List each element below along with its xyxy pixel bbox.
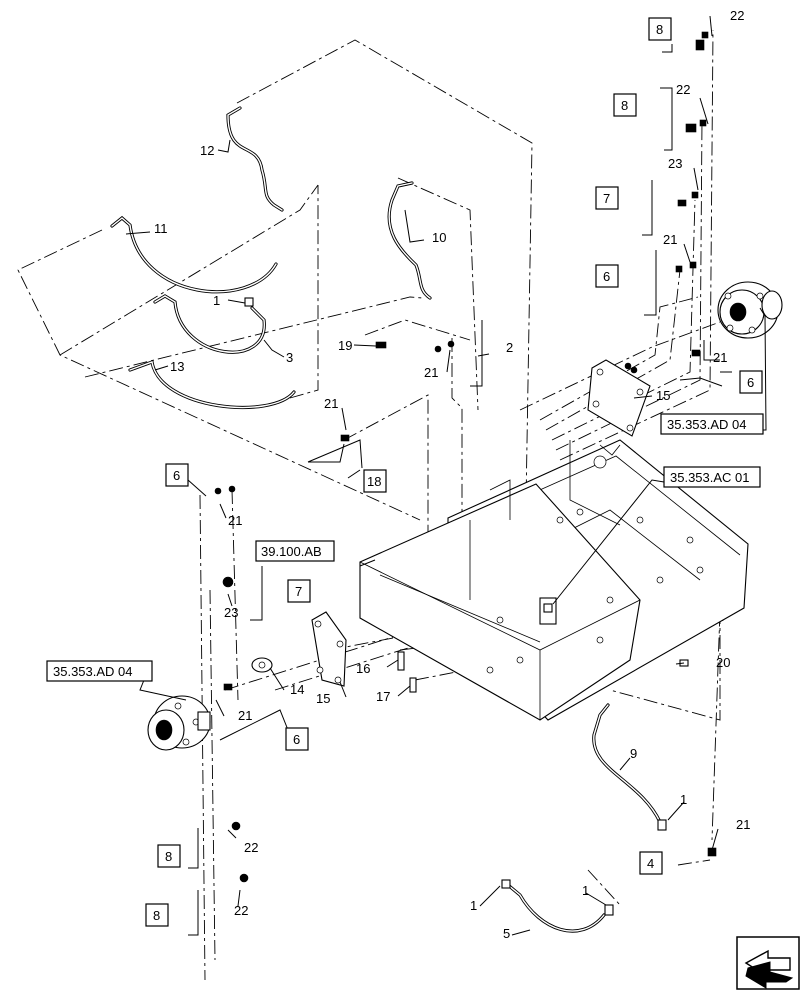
callout-21: 21 — [424, 365, 438, 380]
callout-21: 21 — [228, 513, 242, 528]
callout-21: 21 — [736, 817, 750, 832]
callout-14: 14 — [290, 682, 304, 697]
callout-2: 2 — [506, 340, 513, 355]
fittings — [214, 31, 717, 916]
callout-21: 21 — [324, 396, 338, 411]
callout-9: 9 — [630, 746, 637, 761]
callout-labels: 22 22 23 21 12 11 10 1 3 13 19 21 2 21 1… — [154, 8, 750, 941]
callout-1: 1 — [470, 898, 477, 913]
reference-link-motor-left[interactable]: 35.353.AD 04 — [53, 664, 133, 679]
callout-22: 22 — [730, 8, 744, 23]
reference-link-chassis[interactable]: 39.100.AB — [261, 544, 322, 559]
box-callout-6: 6 — [603, 269, 610, 284]
cover-plate-lower — [311, 611, 347, 687]
callout-16: 16 — [356, 661, 370, 676]
chassis-frame — [359, 439, 749, 721]
next-page-arrow-icon[interactable] — [736, 936, 800, 990]
callout-1: 1 — [582, 883, 589, 898]
box-callout-4: 4 — [647, 856, 654, 871]
box-callout-18: 18 — [367, 474, 381, 489]
callout-23: 23 — [224, 605, 238, 620]
box-callout-6: 6 — [173, 468, 180, 483]
box-callout-8: 8 — [153, 908, 160, 923]
hoses — [110, 106, 662, 933]
callout-22: 22 — [244, 840, 258, 855]
callout-17: 17 — [376, 689, 390, 704]
box-callout-7: 7 — [603, 191, 610, 206]
reference-link-motor-right[interactable]: 35.353.AD 04 — [667, 417, 747, 432]
callout-20: 20 — [716, 655, 730, 670]
callout-3: 3 — [286, 350, 293, 365]
callout-1: 1 — [213, 293, 220, 308]
box-callout-8: 8 — [621, 98, 628, 113]
box-callout-7: 7 — [295, 584, 302, 599]
box-callout-6: 6 — [747, 375, 754, 390]
callout-10: 10 — [432, 230, 446, 245]
callout-11: 11 — [154, 221, 168, 236]
callout-1: 1 — [680, 792, 687, 807]
reference-link-valve[interactable]: 35.353.AC 01 — [670, 470, 750, 485]
box-callout-8: 8 — [656, 22, 663, 37]
drive-motor-right — [717, 281, 783, 339]
box-callout-8: 8 — [165, 849, 172, 864]
callout-21: 21 — [713, 350, 727, 365]
callout-15: 15 — [316, 691, 330, 706]
callout-5: 5 — [503, 926, 510, 941]
box-callout-6: 6 — [293, 732, 300, 747]
reference-boxes[interactable]: 35.353.AD 04 35.353.AC 01 39.100.AB 35.3… — [46, 413, 764, 682]
callout-22: 22 — [234, 903, 248, 918]
gasket-14 — [251, 657, 273, 673]
cover-plate-upper — [587, 359, 651, 437]
callout-13: 13 — [170, 359, 184, 374]
callout-15: 15 — [656, 388, 670, 403]
boxed-callouts: 8 8 7 6 6 18 6 7 6 4 8 8 — [145, 17, 763, 927]
callout-23: 23 — [668, 156, 682, 171]
callout-21: 21 — [238, 708, 252, 723]
drive-motor-left — [147, 695, 211, 751]
callout-22: 22 — [676, 82, 690, 97]
callout-19: 19 — [338, 338, 352, 353]
callout-21: 21 — [663, 232, 677, 247]
callout-12: 12 — [200, 143, 214, 158]
